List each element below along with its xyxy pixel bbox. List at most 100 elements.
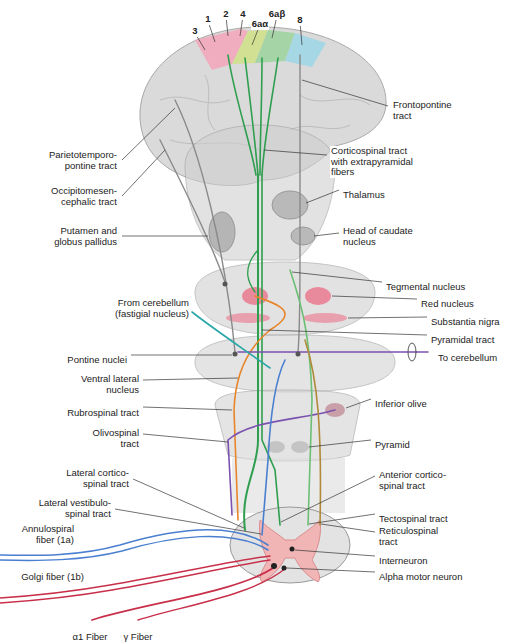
leader-line bbox=[302, 80, 388, 106]
golgi-fiber bbox=[0, 556, 270, 598]
label-box: Golgi fiber (1b) bbox=[5, 566, 85, 584]
structure-label: Annulospiral fiber (1a) bbox=[5, 524, 75, 545]
corticospinal-fiber bbox=[262, 58, 278, 175]
structure-label: Occipitomesen- cephalic tract bbox=[38, 186, 118, 207]
structure-label: Pontine nuclei bbox=[66, 355, 128, 366]
rubrospinal-tract bbox=[234, 296, 285, 520]
label-box: Parietotemporo- pontine tract bbox=[34, 150, 118, 173]
leader-line bbox=[115, 509, 261, 534]
leader-line bbox=[321, 524, 375, 532]
leader-line bbox=[122, 150, 165, 196]
structure-label: γ Fiber bbox=[122, 632, 153, 642]
structure-label: Thalamus bbox=[342, 190, 386, 201]
cortex-area-blue bbox=[285, 33, 326, 67]
pons-section bbox=[195, 335, 395, 392]
structure-label: Parietotemporo- pontine tract bbox=[34, 150, 118, 171]
leader-line bbox=[346, 399, 371, 408]
structure-label: Golgi fiber (1b) bbox=[20, 572, 85, 583]
fastigial-fiber bbox=[192, 312, 270, 368]
label-box: Red nucleus bbox=[420, 293, 500, 311]
label-box: Occipitomesen- cephalic tract bbox=[38, 186, 118, 209]
nucleus-dot bbox=[233, 352, 238, 357]
extrapyramidal-branch bbox=[248, 250, 258, 292]
leader-line bbox=[133, 479, 244, 528]
leader-line bbox=[309, 514, 375, 524]
structure-label: Rubrospinal tract bbox=[66, 408, 140, 419]
callout-number: 6aβ bbox=[268, 9, 286, 20]
structure-label: Lateral cortico- spinal tract bbox=[42, 468, 130, 489]
label-box: γ Fiber bbox=[116, 626, 160, 642]
structure-label: Ventral lateral nucleus bbox=[65, 374, 140, 395]
gamma-fiber bbox=[138, 568, 286, 620]
leader-line bbox=[143, 378, 238, 380]
occipitomesencephalic-tract bbox=[160, 140, 225, 282]
label-box: 2 bbox=[221, 3, 231, 21]
label-box: Substantia nigra bbox=[430, 311, 510, 329]
label-box: Reticulospinal tract bbox=[378, 526, 448, 549]
structure-label: Inferior olive bbox=[374, 399, 428, 410]
pyramid-shape bbox=[291, 441, 309, 453]
label-box: Rubrospinal tract bbox=[50, 402, 140, 420]
leader-line bbox=[252, 27, 259, 45]
spinal-cord-section bbox=[230, 507, 350, 583]
leader-line bbox=[143, 434, 228, 442]
cerebellar-peduncle-mark bbox=[408, 343, 416, 361]
label-box: 6aβ bbox=[267, 3, 287, 21]
label-box: Frontopontine tract bbox=[392, 100, 462, 123]
callout-number: 2 bbox=[222, 9, 229, 20]
lateral-vestibulospinal-tract bbox=[262, 360, 285, 535]
to-cerebellum-fiber bbox=[238, 351, 428, 353]
label-box: Anterior cortico- spinal tract bbox=[378, 470, 468, 493]
structure-label: Tectospinal tract bbox=[378, 514, 449, 525]
label-box: Head of caudate nucleus bbox=[342, 226, 426, 249]
medulla-section bbox=[215, 390, 360, 461]
leader-line bbox=[295, 550, 375, 556]
structure-label: To cerebellum bbox=[437, 353, 498, 364]
callout-number: 3 bbox=[191, 26, 198, 37]
anterior-corticospinal bbox=[262, 175, 280, 525]
label-box: Lateral cortico- spinal tract bbox=[42, 468, 130, 491]
structure-label: Tegmental nucleus bbox=[385, 282, 466, 293]
leader-line bbox=[143, 407, 232, 410]
label-box: 1 bbox=[203, 8, 213, 26]
substantia-nigra-shape bbox=[303, 313, 347, 323]
caudate-shape bbox=[291, 227, 315, 245]
reticulospinal-tract bbox=[305, 340, 320, 525]
label-box: To cerebellum bbox=[437, 347, 509, 365]
label-box: Pyramid bbox=[374, 434, 424, 452]
leader-line bbox=[332, 296, 417, 299]
callout-number: 6aα bbox=[251, 19, 269, 30]
structure-label: Corticospinal tract with extrapyramidal … bbox=[330, 146, 426, 178]
leader-line bbox=[131, 355, 232, 356]
leader-line bbox=[292, 272, 382, 282]
structure-label: Anterior cortico- spinal tract bbox=[378, 470, 468, 491]
label-box: Inferior olive bbox=[374, 393, 444, 411]
callout-number: 1 bbox=[204, 14, 211, 25]
label-box: Tegmental nucleus bbox=[385, 276, 485, 294]
nucleus-dot bbox=[296, 352, 301, 357]
callout-number: 4 bbox=[239, 9, 246, 20]
structure-label: Pyramidal tract bbox=[430, 335, 495, 346]
label-box: Tectospinal tract bbox=[378, 508, 468, 526]
leader-line bbox=[309, 440, 371, 447]
golgi-fiber bbox=[0, 560, 270, 603]
label-box: Alpha motor neuron bbox=[378, 566, 478, 584]
structure-label: Pyramid bbox=[374, 440, 411, 451]
structure-label: Reticulospinal tract bbox=[378, 526, 448, 547]
corticospinal-fiber bbox=[260, 58, 262, 175]
leader-line bbox=[281, 476, 375, 522]
label-box: Ventral lateral nucleus bbox=[65, 374, 140, 397]
structure-label: Lateral vestibulo- spinal tract bbox=[20, 498, 112, 519]
structure-label: Interneuron bbox=[378, 556, 429, 567]
label-box: 8 bbox=[295, 9, 305, 27]
leader-line bbox=[314, 233, 339, 236]
frontopontine-tract bbox=[298, 55, 300, 352]
label-box: α1 Fiber bbox=[68, 626, 112, 642]
label-box: Thalamus bbox=[342, 184, 402, 202]
label-box: Putamen and globus pallidus bbox=[43, 226, 118, 249]
label-box: Annulospiral fiber (1a) bbox=[5, 524, 75, 547]
structure-label: Substantia nigra bbox=[430, 317, 501, 328]
interneuron-dot bbox=[290, 547, 295, 552]
motor-neuron bbox=[271, 563, 277, 569]
